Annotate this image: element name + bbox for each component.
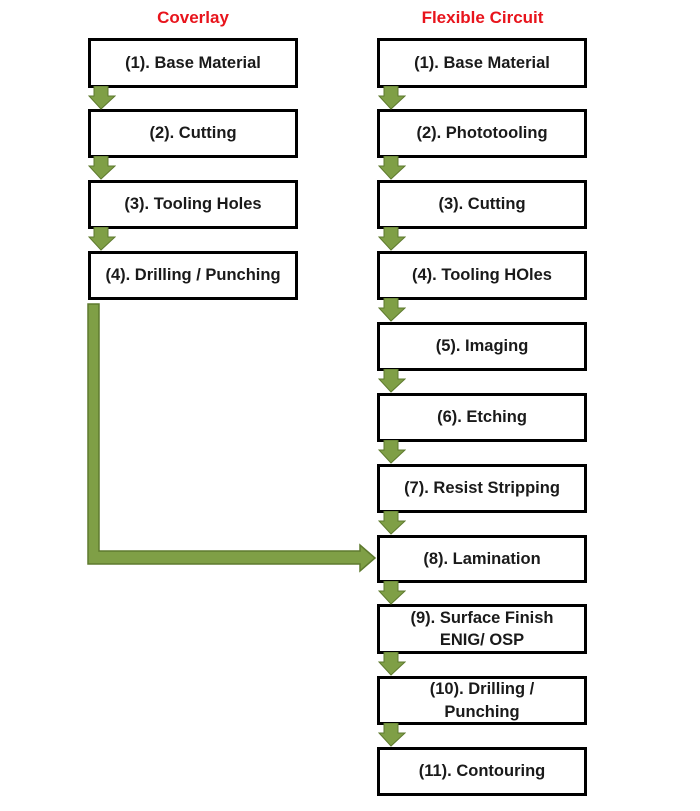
flex-down-arrow-3 [378,227,406,251]
flex-step-2: (2). Phototooling [377,109,587,158]
flex-step-6: (6). Etching [377,393,587,442]
flex-down-arrow-6 [378,440,406,464]
flex-step-11: (11). Contouring [377,747,587,796]
coverlay-step-1-label: (1). Base Material [125,53,261,72]
flex-step-2-label: (2). Phototooling [416,124,548,143]
coverlay-step-4: (4). Drilling / Punching [88,251,298,300]
flex-down-arrow-2 [378,156,406,180]
flex-down-arrow-8 [378,581,406,605]
coverlay-step-1: (1). Base Material [88,38,298,88]
flex-step-4: (4). Tooling HOles [377,251,587,300]
coverlay-step-4-label: (4). Drilling / Punching [105,266,281,285]
coverlay-title: Coverlay [157,8,229,27]
flex-step-3: (3). Cutting [377,180,587,229]
flex-step-5: (5). Imaging [377,322,587,371]
flex-step-11-label: (11). Contouring [418,762,546,781]
flex-step-10: (10). Drilling / Punching [377,676,587,725]
flex-down-arrow-1 [378,86,406,110]
flex-step-6-label: (6). Etching [437,408,527,427]
flex-down-arrow-4 [378,298,406,322]
coverlay-step-3: (3). Tooling Holes [88,180,298,229]
coverlay-down-arrow-3 [88,227,116,251]
flex-step-9: (9). Surface Finish ENIG/ OSP [377,604,587,654]
flex-down-arrow-10 [378,723,406,747]
flex-step-5-label: (5). Imaging [435,337,529,356]
flexible-circuit-title: Flexible Circuit [421,8,544,27]
flex-step-1: (1). Base Material [377,38,587,88]
flex-step-7-label: (7). Resist Stripping [404,479,560,498]
coverlay-step-2-label: (2). Cutting [149,124,237,143]
coverlay-down-arrow-1 [88,86,116,110]
flex-down-arrow-9 [378,652,406,676]
flex-down-arrow-5 [378,369,406,393]
flex-step-9-label: (9). Surface Finish ENIG/ OSP [410,608,554,649]
flex-step-8: (8). Lamination [377,535,587,583]
coverlay-down-arrow-2 [88,156,116,180]
flex-step-10-label: (10). Drilling / Punching [429,680,535,721]
flex-step-3-label: (3). Cutting [438,195,526,214]
flex-step-4-label: (4). Tooling HOles [412,266,552,285]
coverlay-step-2: (2). Cutting [88,109,298,158]
flex-step-7: (7). Resist Stripping [377,464,587,513]
flex-down-arrow-7 [378,511,406,535]
flex-step-8-label: (8). Lamination [423,549,541,568]
flex-step-1-label: (1). Base Material [414,53,550,72]
coverlay-step-3-label: (3). Tooling Holes [124,195,262,214]
